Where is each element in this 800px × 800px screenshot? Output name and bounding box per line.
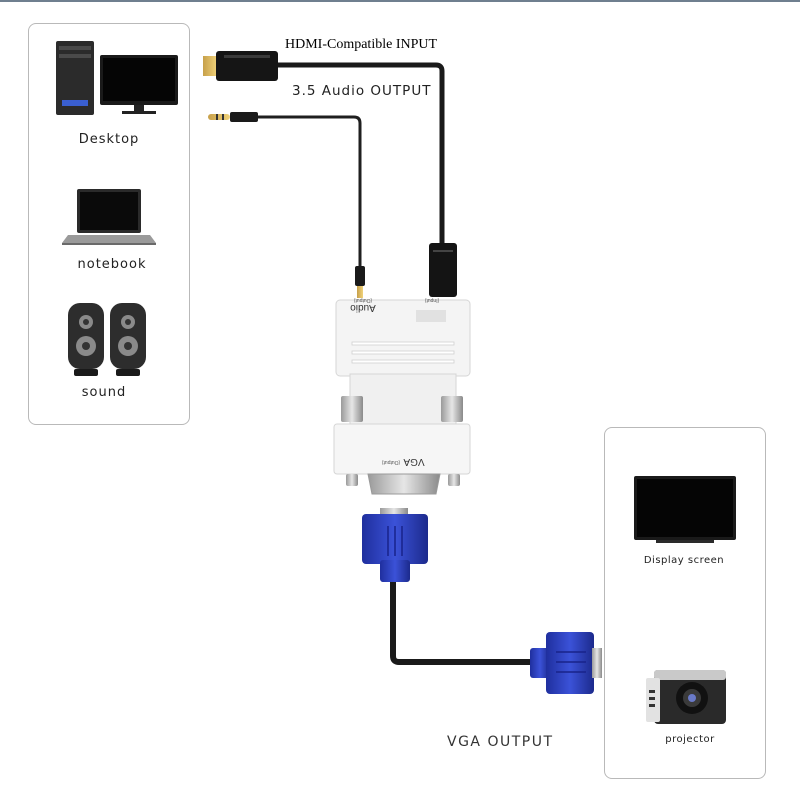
speakers-icon: [68, 303, 146, 376]
vga-output-label: VGA OUTPUT: [447, 734, 554, 750]
hdmi-to-vga-adapter: [333, 299, 471, 495]
vga-connector-right-icon: [530, 632, 602, 694]
adapter-input-sub-label: (Input): [424, 297, 439, 303]
adapter-audio-sub-label: (Output): [353, 297, 372, 303]
audio-jack-connector-icon: [355, 266, 365, 298]
vga-cable: [390, 578, 532, 665]
top-divider-line: [0, 0, 800, 2]
audio-output-label: 3.5 Audio OUTPUT: [292, 83, 432, 99]
device-label-projector: projector: [665, 734, 715, 745]
audio-jack-plug-icon: [208, 112, 258, 122]
projector-icon: [646, 670, 726, 724]
hdmi-cable: [278, 62, 445, 245]
audio-cable: [258, 115, 362, 268]
laptop-icon: [62, 189, 156, 245]
adapter-vga-sub-label: (Output): [381, 459, 400, 465]
device-label-sound: sound: [81, 385, 127, 400]
hdmi-connector-icon: [429, 243, 457, 297]
adapter-audio-label: Audio: [350, 302, 376, 313]
hdmi-input-label: HDMI-Compatible INPUT: [285, 37, 438, 52]
device-label-display-screen: Display screen: [643, 555, 725, 566]
monitor-icon: [634, 476, 736, 543]
adapter-vga-label: VGA: [403, 456, 424, 467]
device-label-notebook: notebook: [77, 257, 147, 272]
vga-connector-top-icon: [362, 508, 428, 582]
desktop-pc-icon: [56, 41, 178, 115]
device-label-desktop: Desktop: [78, 132, 140, 147]
hdmi-plug-icon: [203, 51, 278, 81]
